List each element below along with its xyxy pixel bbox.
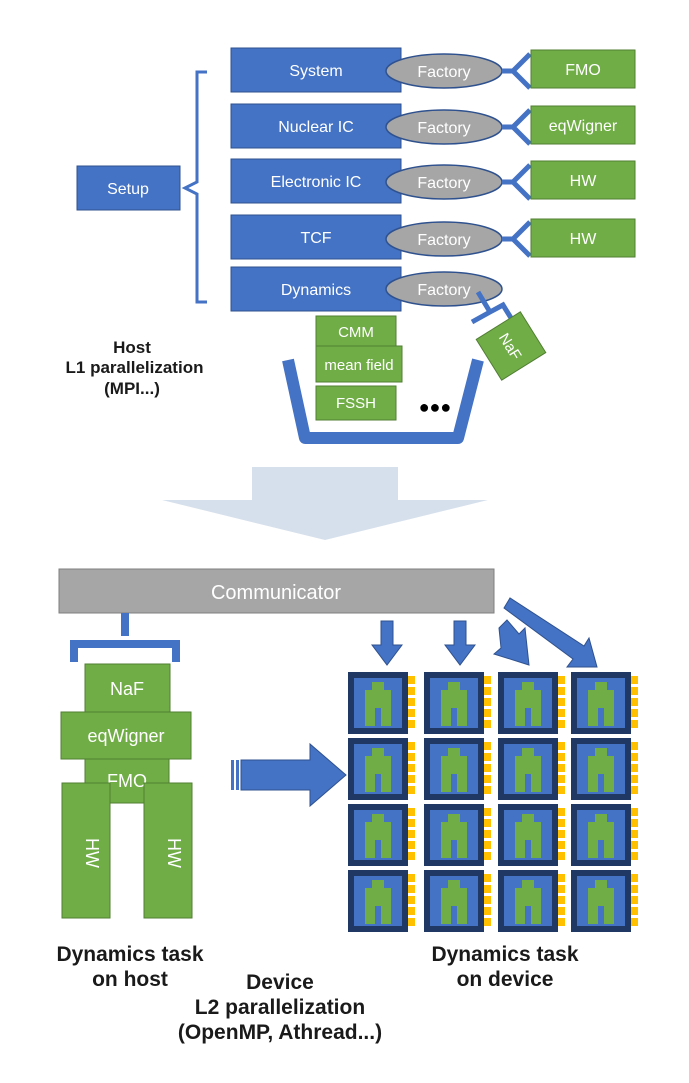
device-chip [498, 804, 565, 866]
host-leg-label: HW [82, 838, 102, 868]
pool-item-label: CMM [338, 324, 374, 341]
device-chip [571, 738, 638, 800]
device-label-line: (OpenMP, Athread...) [177, 1021, 383, 1045]
worker-figure-icon [515, 682, 541, 726]
worker-figure-icon [441, 880, 467, 924]
worker-figure-icon [588, 682, 614, 726]
setup-bracket [181, 70, 207, 304]
host-gripper [70, 613, 180, 662]
down-arrow [162, 467, 488, 540]
factory-label: Factory [417, 64, 470, 81]
component-row-system: System Factory FMO [230, 47, 636, 93]
dynamics-pool: CMM mean field FSSH ●●● [315, 315, 452, 421]
host-task-label: Dynamics task on host [40, 942, 220, 992]
worker-figure-icon [588, 880, 614, 924]
device-chip [498, 738, 565, 800]
worker-figure-icon [588, 814, 614, 858]
host-label-line: L1 parallelization [65, 358, 204, 378]
host-label: Host L1 parallelization (MPI...) [66, 338, 204, 399]
host-to-device-arrow [231, 742, 347, 808]
communicator-label: Communicator [211, 582, 341, 604]
component-row-dynamics: Dynamics Factory NaF [230, 266, 547, 381]
component-label: System [289, 63, 342, 80]
device-task-label: Dynamics task on device [405, 942, 605, 992]
device-task-label-line: Dynamics task [431, 943, 579, 966]
worker-figure-icon [515, 880, 541, 924]
product-label: HW [570, 173, 598, 190]
host-leg-label: HW [164, 838, 184, 868]
product-label: HW [570, 231, 598, 248]
component-row-nuclear-ic: Nuclear IC Factory eqWigner [230, 103, 636, 149]
worker-figure-icon [515, 748, 541, 792]
dispatch-arrows [371, 597, 598, 668]
device-chip [348, 672, 415, 734]
product-label: FMO [565, 62, 601, 79]
device-chip [424, 738, 491, 800]
product-label: eqWigner [549, 118, 618, 135]
host-block-label: eqWigner [87, 726, 164, 746]
device-label-line: Device [246, 971, 314, 994]
worker-figure-icon [588, 748, 614, 792]
device-label: Device L2 parallelization (OpenMP, Athre… [150, 970, 410, 1046]
worker-figure-icon [365, 880, 391, 924]
worker-figure-icon [365, 748, 391, 792]
component-label: TCF [300, 230, 331, 247]
worker-figure-icon [515, 814, 541, 858]
component-label: Electronic IC [271, 174, 362, 191]
factory-label: Factory [417, 175, 470, 192]
device-chip [571, 870, 638, 932]
host-task-label-line: on host [92, 968, 168, 992]
factory-label: Factory [417, 232, 470, 249]
worker-figure-icon [365, 814, 391, 858]
more-dots: ●●● [419, 397, 452, 417]
dynamics-basket [282, 358, 484, 444]
device-chip [424, 672, 491, 734]
device-chip [348, 804, 415, 866]
setup-label: Setup [107, 181, 149, 198]
device-chip-grid [348, 672, 638, 932]
host-label-line: Host [113, 338, 151, 357]
worker-figure-icon [441, 748, 467, 792]
device-chip [571, 804, 638, 866]
device-task-label-line: on device [456, 968, 554, 992]
device-chip [424, 870, 491, 932]
component-row-tcf: TCF Factory HW [230, 214, 636, 260]
worker-figure-icon [365, 682, 391, 726]
host-block-label: NaF [110, 679, 144, 699]
factory-label: Factory [417, 120, 470, 137]
device-chip [498, 672, 565, 734]
host-task-label-line: Dynamics task [56, 943, 204, 966]
worker-figure-icon [441, 814, 467, 858]
component-row-electronic-ic: Electronic IC Factory HW [230, 158, 636, 204]
device-chip [424, 804, 491, 866]
communicator-bar: Communicator [58, 568, 495, 614]
host-label-line: (MPI...) [104, 378, 160, 398]
pool-item-label: FSSH [336, 395, 376, 412]
worker-figure-icon [441, 682, 467, 726]
setup-box: Setup [76, 165, 181, 211]
component-label: Nuclear IC [278, 119, 354, 136]
device-chip [571, 672, 638, 734]
device-chip [348, 870, 415, 932]
device-chip [348, 738, 415, 800]
component-label: Dynamics [281, 282, 351, 299]
device-chip [498, 870, 565, 932]
pool-item-label: mean field [324, 357, 393, 374]
device-label-line: L2 parallelization [194, 996, 366, 1020]
factory-label: Factory [417, 282, 470, 299]
host-task: NaF eqWigner FMO HW HW [60, 663, 193, 919]
host-block-label: FMO [107, 771, 147, 791]
